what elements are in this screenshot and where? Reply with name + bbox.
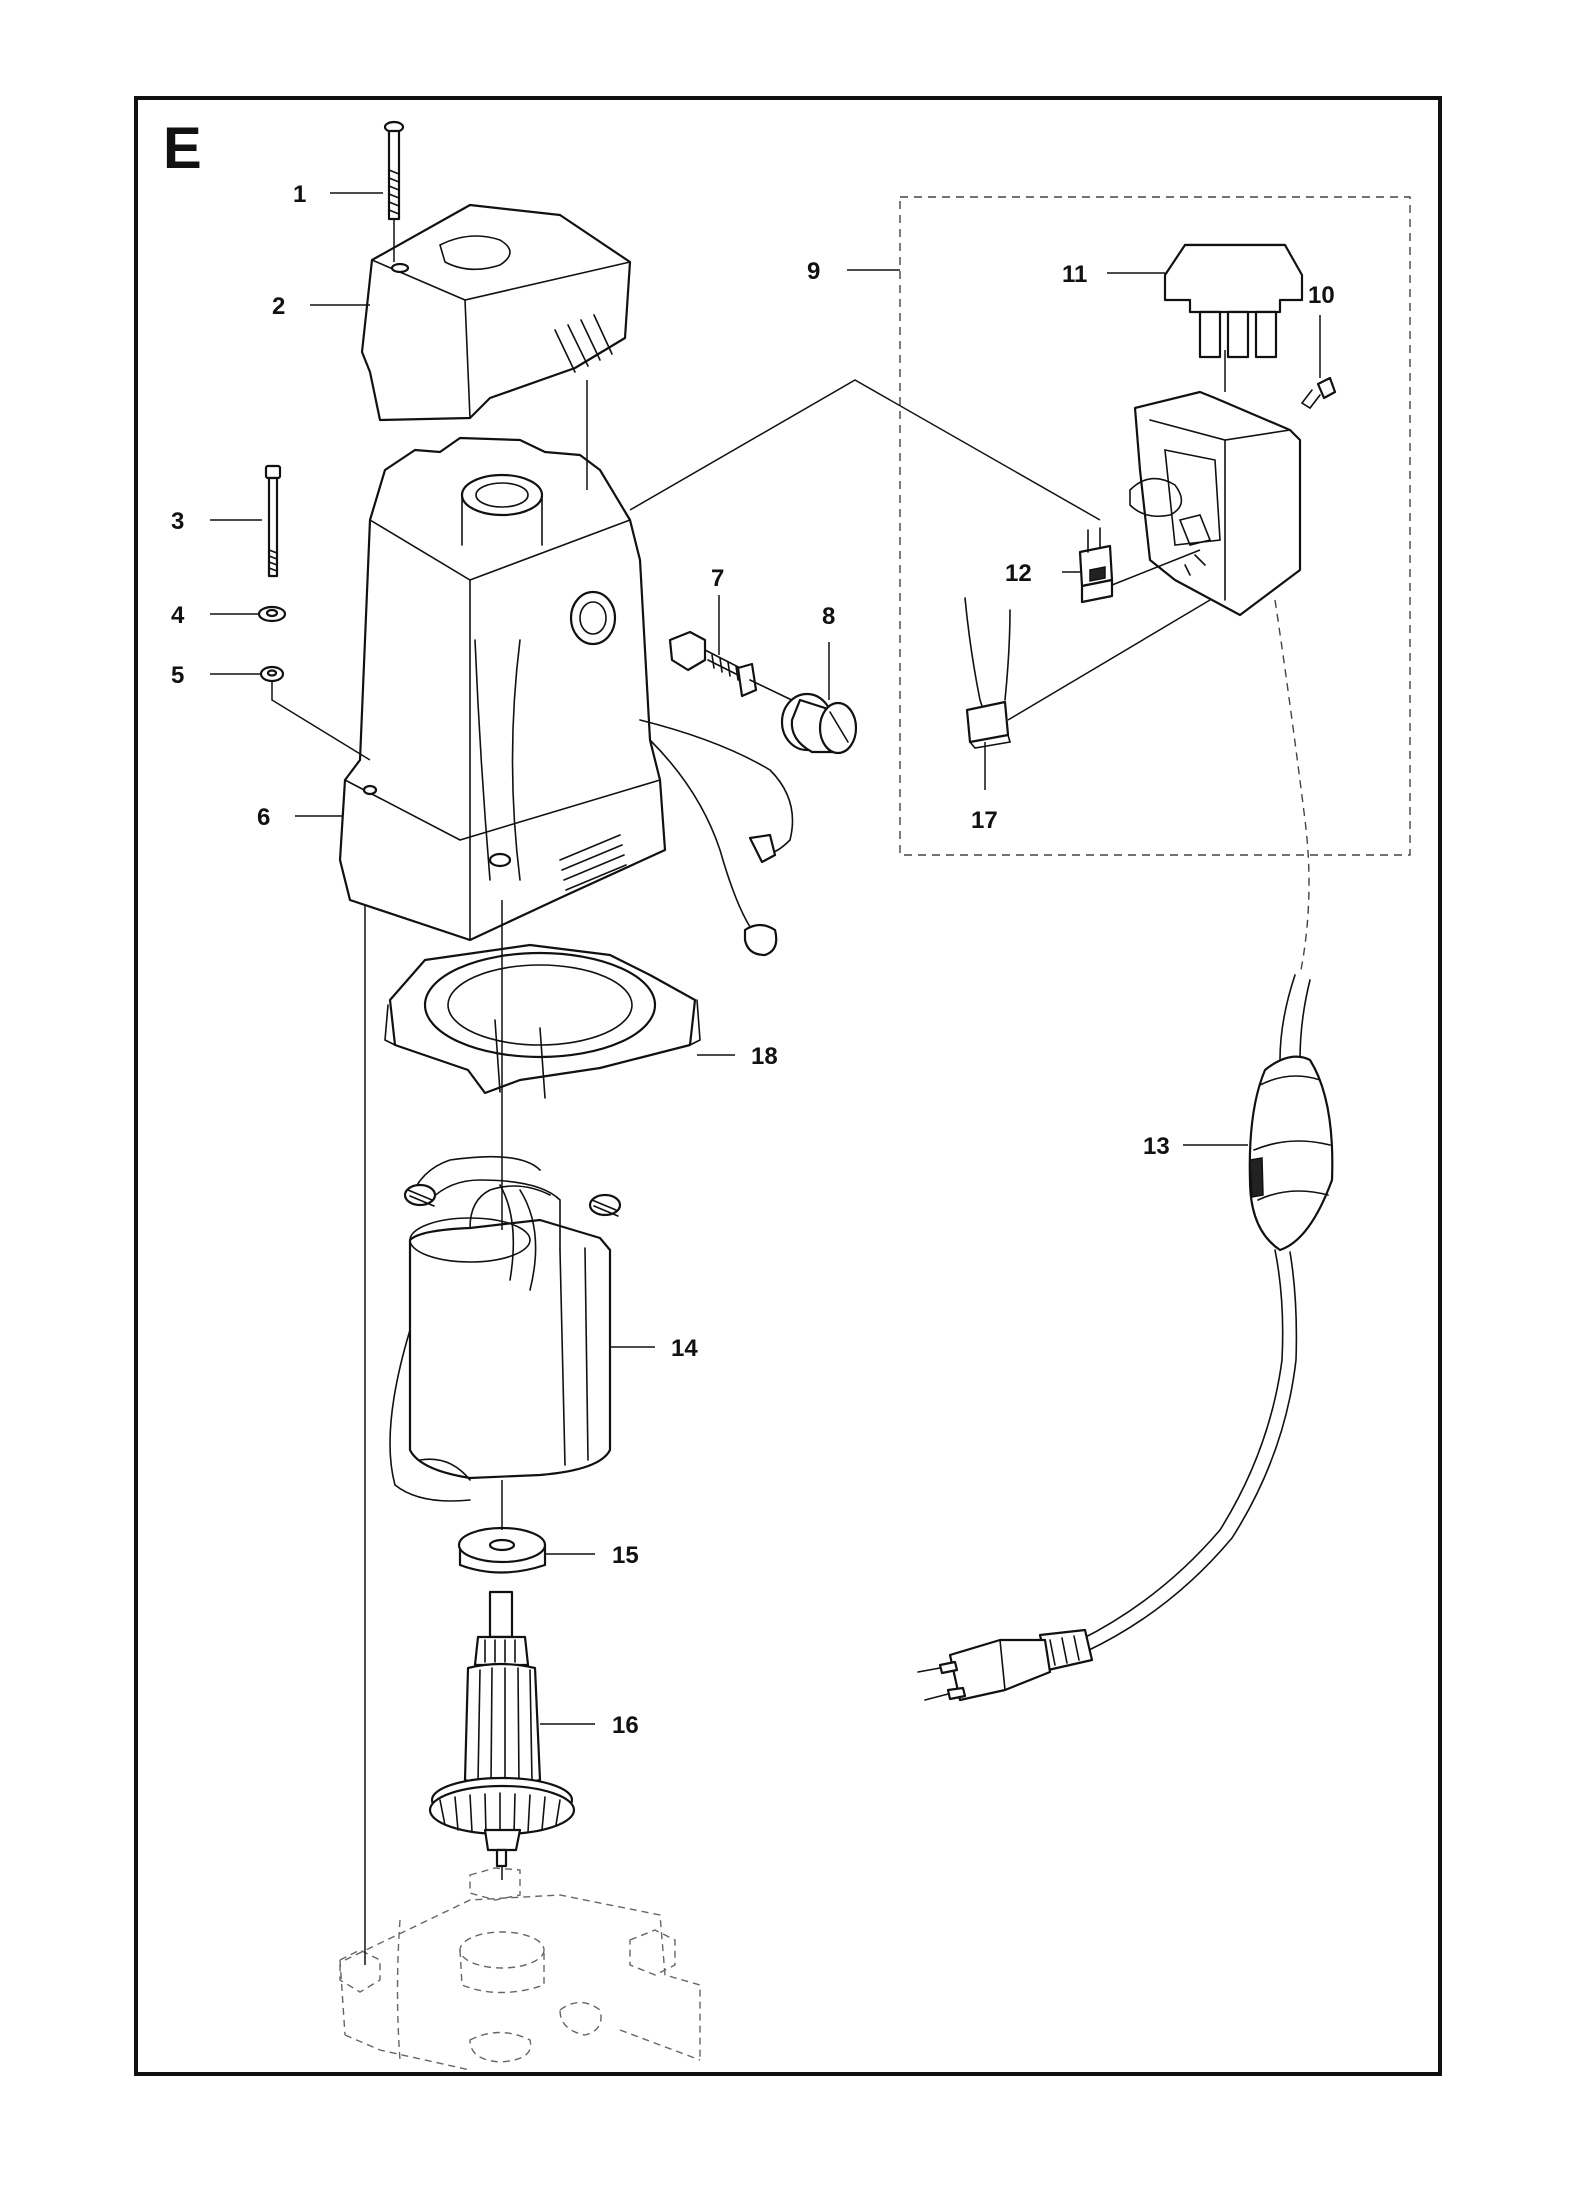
callout-1: 1 xyxy=(293,181,306,208)
suppressor-part xyxy=(1078,527,1114,604)
rotor-fan-part xyxy=(428,1590,576,1868)
callout-2: 2 xyxy=(272,293,285,320)
callout-12: 12 xyxy=(1005,560,1032,587)
switch-assembly-outline xyxy=(899,196,1411,856)
leader-lines xyxy=(210,192,1321,1965)
callout-5: 5 xyxy=(171,662,184,689)
callout-15: 15 xyxy=(612,1542,639,1569)
screw-long-part xyxy=(383,120,405,221)
callout-17: 17 xyxy=(971,807,998,834)
washer-part xyxy=(257,605,287,623)
brush-cap-part xyxy=(780,692,858,755)
callout-11: 11 xyxy=(1062,261,1087,288)
callout-13: 13 xyxy=(1143,1133,1170,1160)
callout-7: 7 xyxy=(711,565,724,592)
diagram-frame xyxy=(134,96,1442,2076)
section-label: E xyxy=(163,116,202,181)
motor-housing-part xyxy=(338,436,794,957)
power-cord-rcd-plug-part xyxy=(917,974,1334,1702)
callout-labels: 1 2 3 4 5 6 7 8 9 10 11 12 13 14 15 16 1… xyxy=(171,181,1335,1739)
fan-cover-ring-part xyxy=(384,943,701,1099)
callout-10: 10 xyxy=(1308,282,1335,309)
callout-14: 14 xyxy=(671,1335,698,1362)
tie-bolt-part xyxy=(264,464,282,578)
callout-16: 16 xyxy=(612,1712,639,1739)
switch-housing-part xyxy=(1129,390,1302,617)
callout-4: 4 xyxy=(171,602,185,629)
callout-8: 8 xyxy=(822,603,835,630)
callout-18: 18 xyxy=(751,1043,778,1070)
power-switch-part xyxy=(1163,243,1304,359)
callout-3: 3 xyxy=(171,508,184,535)
callout-6: 6 xyxy=(257,804,270,831)
stator-part xyxy=(389,1155,622,1502)
motor-cover-part xyxy=(360,203,632,422)
bearing-seal-part xyxy=(457,1526,547,1574)
pump-body-outline xyxy=(339,1867,701,2071)
capacitor-part xyxy=(964,597,1012,749)
callout-9: 9 xyxy=(807,258,820,285)
screw-small-part xyxy=(1300,376,1337,410)
nut-part xyxy=(259,665,285,683)
carbon-brush-part xyxy=(668,630,801,705)
